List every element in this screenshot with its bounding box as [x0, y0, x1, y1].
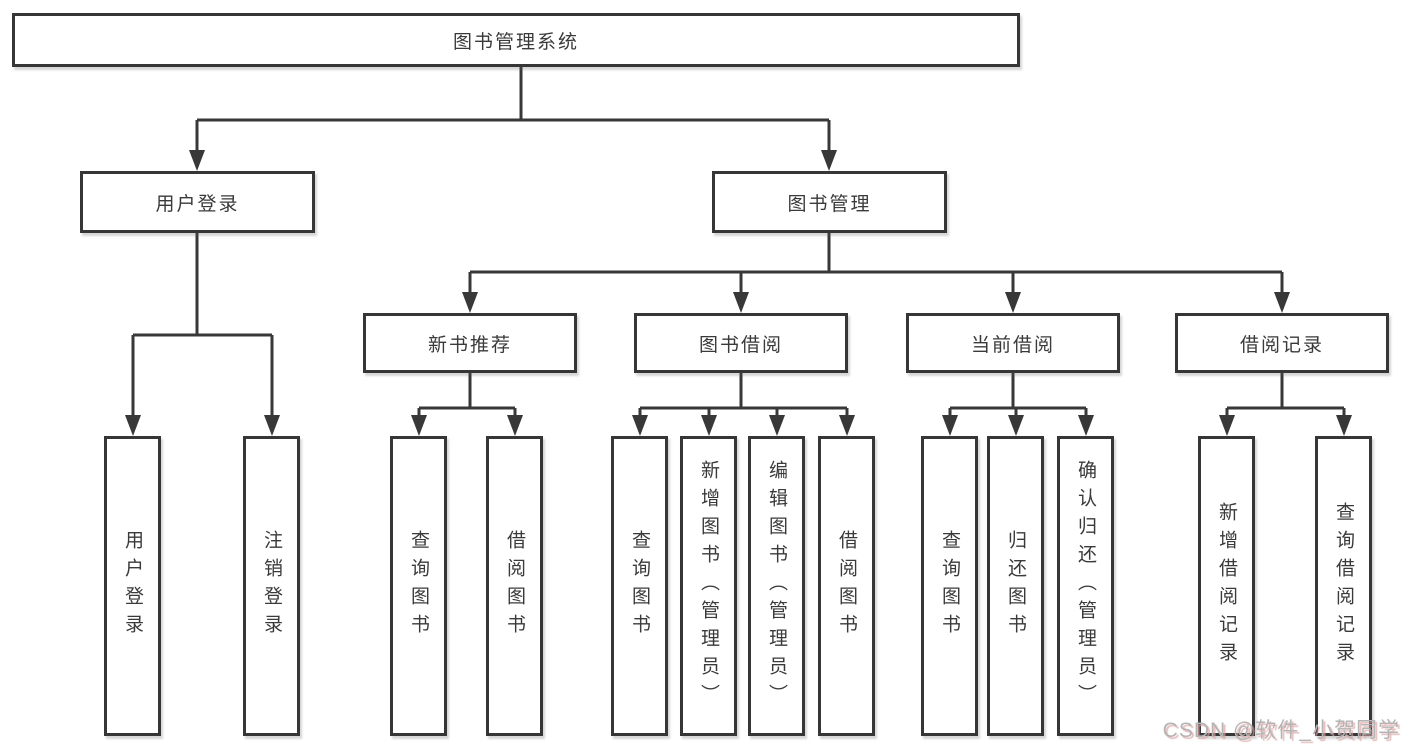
- leaf-edit-books-admin: 编辑图书（管理员）: [748, 436, 805, 736]
- arrowhead: [632, 415, 648, 436]
- leaf-label: 注销登录: [261, 530, 282, 642]
- leaf-label: 借阅图书: [504, 530, 525, 642]
- arrowhead: [733, 292, 749, 313]
- arrowhead: [264, 415, 280, 436]
- leaf-query-books-current: 查询图书: [921, 436, 978, 736]
- leaf-return-books: 归还图书: [987, 436, 1044, 736]
- arrowhead: [507, 415, 523, 436]
- node-label: 图书管理系统: [452, 31, 579, 53]
- arrowhead: [701, 415, 717, 436]
- leaf-borrow-books: 借阅图书: [818, 436, 875, 736]
- leaf-label: 查询图书: [939, 530, 960, 642]
- node-library-management-system: 图书管理系统: [12, 13, 1020, 67]
- leaf-label: 新增借阅记录: [1216, 502, 1237, 670]
- node-book-borrowing: 图书借阅: [634, 313, 848, 373]
- arrowhead: [821, 150, 837, 171]
- arrowhead: [769, 415, 785, 436]
- arrowhead: [942, 415, 958, 436]
- leaf-label: 借阅图书: [836, 530, 857, 642]
- node-label: 图书借阅: [698, 334, 783, 356]
- csdn-watermark: CSDN @软件_小贺同学: [1162, 719, 1400, 742]
- arrowhead: [1274, 292, 1290, 313]
- node-user-login: 用户登录: [80, 171, 315, 233]
- arrowhead: [1078, 415, 1094, 436]
- leaf-label: 新增图书（管理员）: [698, 460, 719, 712]
- node-book-management: 图书管理: [712, 171, 947, 233]
- leaf-label: 查询图书: [408, 530, 429, 642]
- node-label: 新书推荐: [427, 334, 512, 356]
- leaf-label: 查询图书: [629, 530, 650, 642]
- arrowhead: [1219, 415, 1235, 436]
- arrowhead: [839, 415, 855, 436]
- arrowhead: [1336, 415, 1352, 436]
- leaf-add-books-admin: 新增图书（管理员）: [680, 436, 737, 736]
- arrowhead: [125, 415, 141, 436]
- leaf-label: 用户登录: [122, 530, 143, 642]
- node-label: 用户登录: [155, 193, 240, 215]
- node-label: 借阅记录: [1239, 334, 1324, 356]
- leaf-confirm-return-admin: 确认归还（管理员）: [1057, 436, 1114, 736]
- node-label: 图书管理: [787, 193, 872, 215]
- node-label: 当前借阅: [970, 334, 1055, 356]
- leaf-label: 编辑图书（管理员）: [766, 460, 787, 712]
- leaf-query-books-recommend: 查询图书: [390, 436, 447, 736]
- leaf-borrow-books-recommend: 借阅图书: [486, 436, 543, 736]
- leaf-user-login: 用户登录: [104, 436, 161, 736]
- leaf-add-borrow-record: 新增借阅记录: [1198, 436, 1255, 736]
- leaf-label: 归还图书: [1005, 530, 1026, 642]
- leaf-logout: 注销登录: [243, 436, 300, 736]
- arrowhead: [411, 415, 427, 436]
- node-new-book-recommend: 新书推荐: [363, 313, 577, 373]
- arrowhead: [1005, 292, 1021, 313]
- leaf-query-borrow-record: 查询借阅记录: [1315, 436, 1372, 736]
- arrowhead: [462, 292, 478, 313]
- arrowhead: [1008, 415, 1024, 436]
- leaf-label: 确认归还（管理员）: [1075, 460, 1096, 712]
- arrowhead: [189, 150, 205, 171]
- node-borrowing-records: 借阅记录: [1175, 313, 1389, 373]
- node-current-borrowing: 当前借阅: [906, 313, 1120, 373]
- leaf-query-books-borrowing: 查询图书: [611, 436, 668, 736]
- leaf-label: 查询借阅记录: [1333, 502, 1354, 670]
